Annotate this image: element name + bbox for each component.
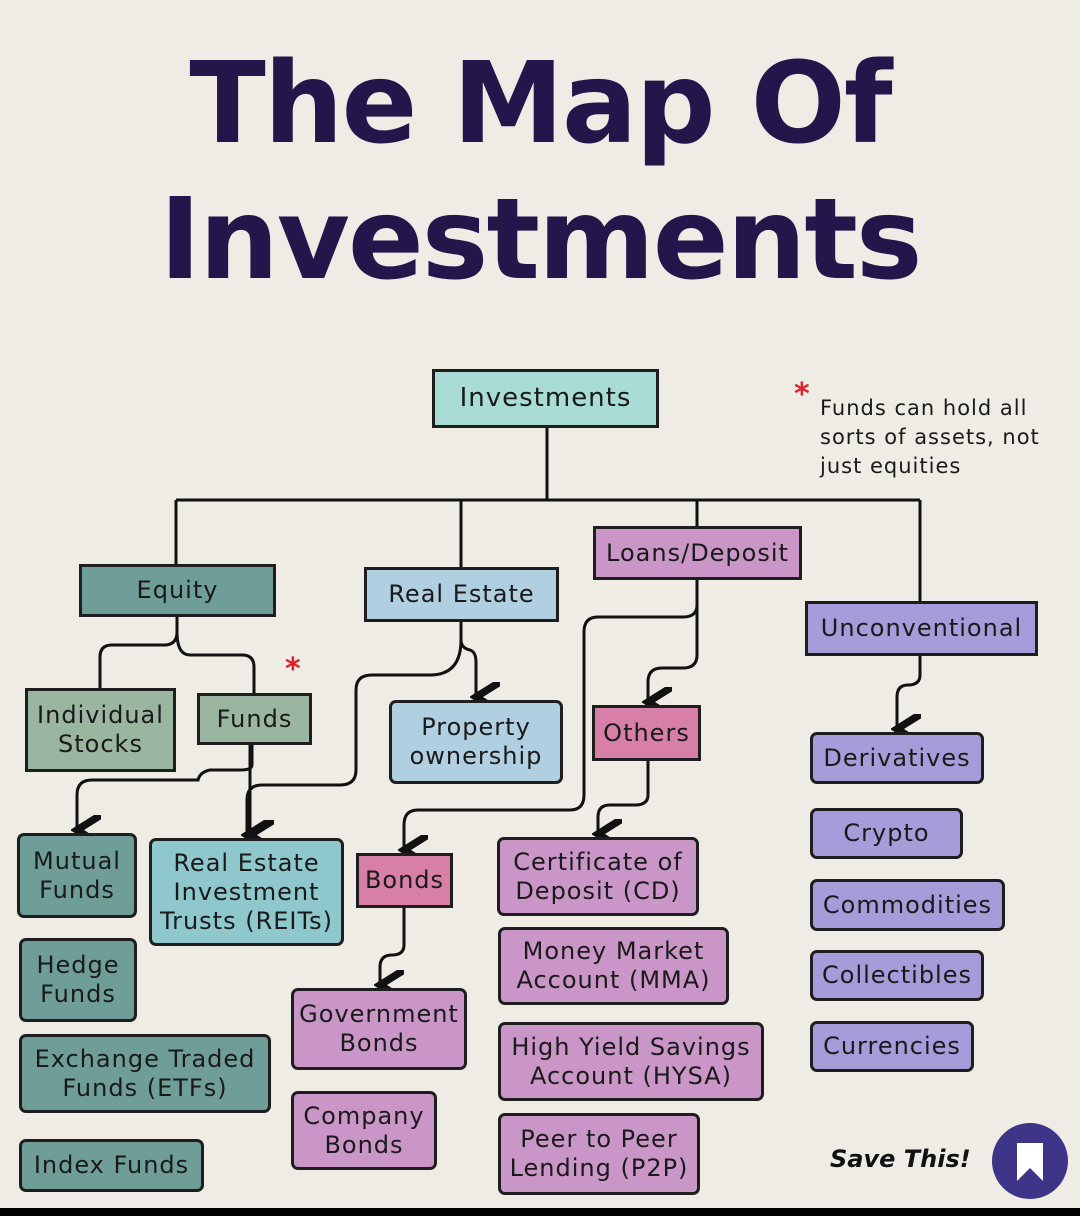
bottom-bar <box>0 1208 1080 1216</box>
funds-note: Funds can hold all sorts of assets, not … <box>820 394 1060 481</box>
node-equity: Equity <box>79 564 276 617</box>
node-reits: Real Estate Investment Trusts (REITs) <box>149 838 344 946</box>
node-p2p: Peer to Peer Lending (P2P) <box>498 1113 700 1195</box>
node-investments: Investments <box>432 369 659 428</box>
node-others: Others <box>592 705 701 761</box>
node-etfs: Exchange Traded Funds (ETFs) <box>19 1034 271 1113</box>
funds-note-text: Funds can hold all sorts of assets, not … <box>820 396 1040 478</box>
node-cd: Certificate of Deposit (CD) <box>497 837 699 916</box>
node-loans-deposit: Loans/Deposit <box>593 526 802 580</box>
node-hedge-funds: Hedge Funds <box>19 938 137 1022</box>
node-index-funds: Index Funds <box>19 1139 204 1192</box>
node-unconventional: Unconventional <box>805 601 1038 656</box>
node-commodities: Commodities <box>810 879 1005 931</box>
line-reits-re <box>247 639 463 835</box>
bookmark-icon <box>1017 1143 1043 1181</box>
line-root <box>174 428 922 601</box>
node-real-estate: Real Estate <box>364 567 559 622</box>
page-title-line1: The Map Of <box>189 39 892 169</box>
line-property <box>459 622 476 697</box>
line-bonds-gov <box>380 908 406 985</box>
line-funds-mutual <box>77 745 254 830</box>
node-hysa: High Yield Savings Account (HYSA) <box>498 1022 764 1101</box>
node-mma: Money Market Account (MMA) <box>498 927 729 1005</box>
page-title-line2: Investments <box>159 175 922 305</box>
note-asterisk: * <box>794 377 810 412</box>
line-loans-others <box>648 605 699 702</box>
line-equity <box>98 617 256 693</box>
node-government-bonds: Government Bonds <box>291 988 467 1070</box>
node-bonds: Bonds <box>356 853 453 908</box>
node-crypto: Crypto <box>810 808 963 859</box>
funds-asterisk: * <box>285 652 301 687</box>
node-collectibles: Collectibles <box>810 950 984 1001</box>
node-mutual-funds: Mutual Funds <box>17 833 137 918</box>
node-derivatives: Derivatives <box>810 732 984 784</box>
bookmark-button[interactable] <box>992 1123 1068 1199</box>
node-funds: Funds <box>197 693 312 745</box>
node-currencies: Currencies <box>810 1021 974 1072</box>
line-unconv <box>897 656 922 729</box>
line-others-cd <box>598 761 650 834</box>
node-property-ownership: Property ownership <box>389 700 563 784</box>
save-this-label: Save This! <box>830 1145 971 1173</box>
line-loans-bonds <box>404 580 699 850</box>
node-individual-stocks: Individual Stocks <box>25 688 176 772</box>
node-company-bonds: Company Bonds <box>291 1091 437 1170</box>
